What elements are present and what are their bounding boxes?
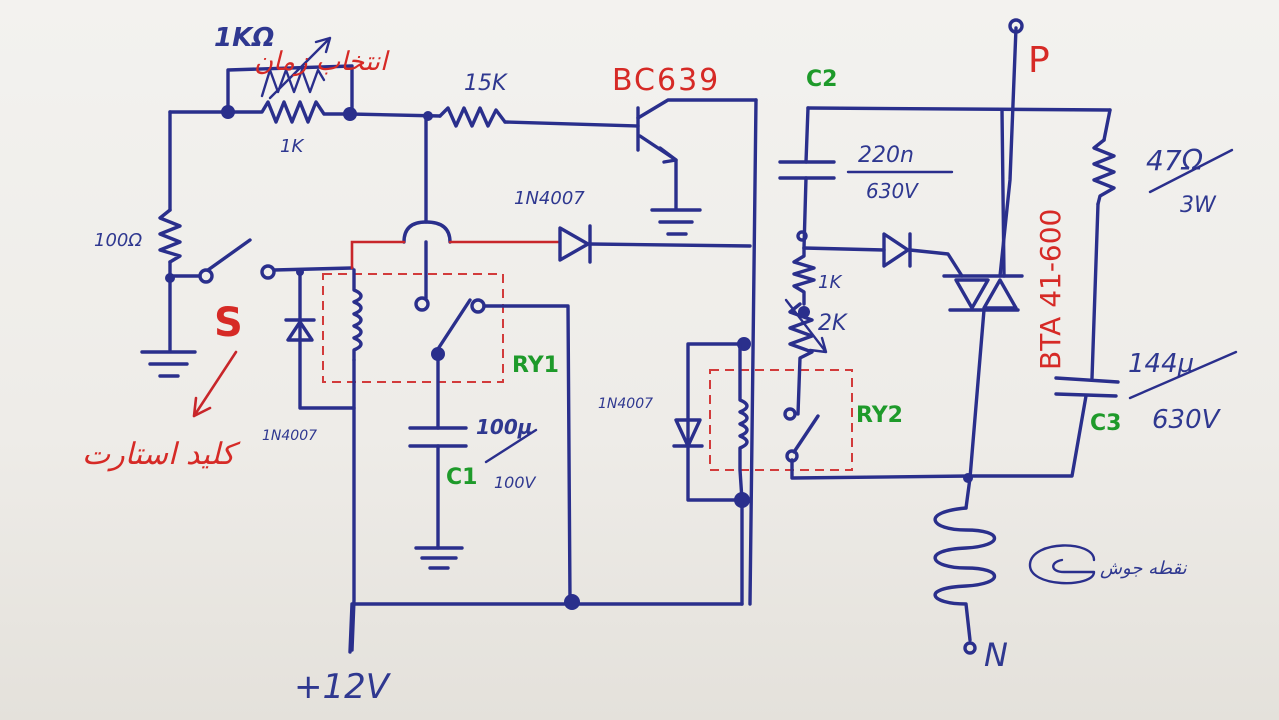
ry1-label: RY1 xyxy=(512,353,559,378)
terminal-n xyxy=(963,641,977,655)
diode-top xyxy=(558,224,592,264)
resistor-1k xyxy=(792,246,816,306)
wire-47r-to-c3 xyxy=(1090,202,1100,380)
wire-ry2-frame xyxy=(686,342,746,502)
arrow-start-key xyxy=(192,350,238,418)
diode-ry2 xyxy=(672,418,704,448)
ry1-arm xyxy=(434,298,472,354)
capacitor-c3 xyxy=(1054,376,1120,398)
wire-c2-upper xyxy=(804,106,810,164)
wire-to-diac xyxy=(802,246,886,252)
wire-15k-to-transistor xyxy=(503,120,640,128)
wire-crossover xyxy=(402,220,452,244)
wire-diac-to-gate xyxy=(908,248,964,278)
diode-top-label: 1N4007 xyxy=(514,188,585,209)
wire-p-line xyxy=(998,26,1018,278)
r2k-value: 2K xyxy=(818,311,848,336)
c1-label: C1 xyxy=(446,465,477,490)
capacitor-c1 xyxy=(408,426,468,448)
r1k-value: 1K xyxy=(818,272,842,293)
wire-red-feed xyxy=(350,240,406,270)
terminal-p-label: P xyxy=(1028,40,1050,81)
ry1-coil xyxy=(352,268,363,362)
node-2k-top xyxy=(798,306,810,318)
pot-2k-arrow xyxy=(784,298,828,354)
node-100r-bottom xyxy=(165,273,175,283)
weld-spot-icon xyxy=(1028,544,1096,585)
capacitor-c2 xyxy=(778,160,836,180)
c1-fraction-line xyxy=(484,428,538,464)
wire-right-top xyxy=(1102,108,1112,142)
ry1-box xyxy=(322,273,504,383)
wire-diode-to-ry2 xyxy=(588,242,752,248)
triac-label: BTA 41-600 xyxy=(1034,209,1067,370)
ry2-contact-top xyxy=(783,407,797,421)
terminal-n-label: N xyxy=(984,636,1008,674)
c1-voltage: 100V xyxy=(494,473,537,492)
switch-contact-a xyxy=(198,268,214,284)
c2-voltage: 630V xyxy=(866,179,919,203)
r100-value: 100Ω xyxy=(94,230,142,251)
ground-c1 xyxy=(414,546,464,570)
terminal-p xyxy=(1008,18,1024,34)
transistor-bc639 xyxy=(636,98,758,210)
node-bottom-rail xyxy=(564,594,580,610)
welding-coil xyxy=(933,506,997,642)
wire-supply xyxy=(348,602,354,654)
switch-s-label: S xyxy=(214,300,243,346)
time-select-label: انتخاب زمان xyxy=(254,47,390,77)
wire-ry1-nc xyxy=(482,304,572,602)
r47-fraction-line xyxy=(1148,148,1234,194)
resistor-100r xyxy=(158,208,182,264)
triac-bta41 xyxy=(942,274,1024,312)
wire-c3-bottom xyxy=(968,394,1088,478)
wire-left-diode-loop xyxy=(298,270,356,410)
pot-1k xyxy=(226,36,354,124)
diac xyxy=(882,232,912,268)
r47-value: 47Ω xyxy=(1146,144,1204,177)
node-left-diode xyxy=(296,268,304,276)
node-c2-bottom xyxy=(796,230,808,242)
switch-contact-b xyxy=(260,264,276,280)
node-pot-left xyxy=(221,105,235,119)
resistor-15k xyxy=(438,106,507,128)
c2-label: C2 xyxy=(806,67,837,92)
r15k-value: 15K xyxy=(464,71,508,96)
wire-c2-top xyxy=(806,106,1112,112)
pot-fixed-value: 1K xyxy=(280,136,304,157)
node-triac-bottom xyxy=(963,473,973,483)
supply-label: +12V xyxy=(294,667,392,707)
ry2-label: RY2 xyxy=(856,403,903,428)
pot-1k-value: 1KΩ xyxy=(214,23,274,53)
switch-lever xyxy=(206,238,252,272)
start-key-label: کلید استارت xyxy=(82,437,241,472)
weld-spot-label: نقطه جوش xyxy=(1100,558,1188,579)
ry2-box xyxy=(709,369,853,471)
wire-ry1-coil-down xyxy=(350,358,356,652)
ry2-coil xyxy=(738,342,749,606)
ry1-contact-nc xyxy=(470,298,486,314)
resistor-47r xyxy=(1092,138,1116,206)
c3-voltage: 630V xyxy=(1152,405,1222,435)
ry1-contact-no xyxy=(414,296,430,312)
wire-switch-to-ry1 xyxy=(272,266,354,272)
c3-label: C3 xyxy=(1090,411,1121,436)
wire-ry2-bottom xyxy=(790,458,972,480)
diode-left xyxy=(284,318,316,342)
node-pot-right xyxy=(343,107,357,121)
ground-left xyxy=(140,350,197,378)
diode-left-label: 1N4007 xyxy=(262,428,317,444)
ground-transistor xyxy=(650,208,702,236)
wire-collector-down xyxy=(748,98,758,606)
c1-value: 100µ xyxy=(476,415,532,439)
transistor-label: BC639 xyxy=(612,63,720,98)
c3-fraction-line xyxy=(1128,350,1238,400)
r47-power: 3W xyxy=(1180,193,1217,218)
c2-value: 220n xyxy=(858,143,914,168)
ry2-arm xyxy=(792,414,820,454)
diode-ry2-label: 1N4007 xyxy=(598,396,653,412)
